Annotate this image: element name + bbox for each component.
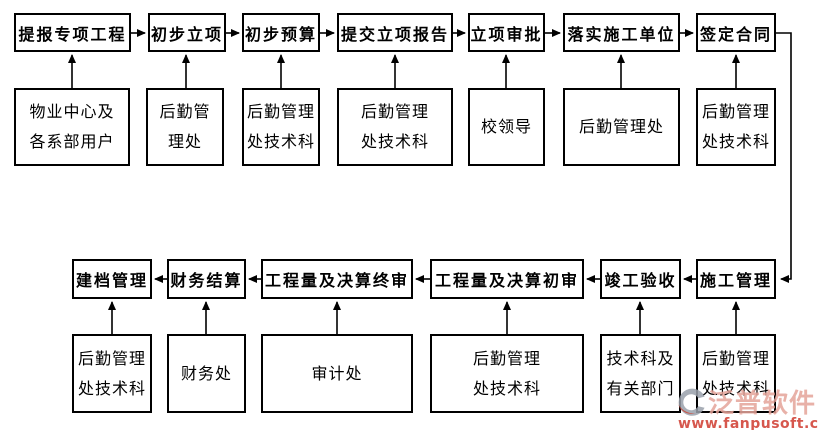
flow-step-caiwu-jiesuan: 财务结算	[167, 259, 246, 299]
dept-box-jishuke-youguan-bumen: 技术科及 有关部门	[600, 334, 681, 413]
dept-box-jishuke-5: 后勤管理 处技术科	[430, 334, 584, 413]
dept-box-wuye-zhongxin: 物业中心及 各系部用户	[14, 88, 130, 166]
dept-box-houqin-guanlichu-2: 后勤管理处	[563, 88, 680, 166]
dept-box-jishuke-1: 后勤管理 处技术科	[242, 88, 320, 166]
flow-step-jungong-yanshou: 竣工验收	[600, 259, 681, 299]
dept-box-shenjichu: 审计处	[261, 334, 413, 413]
connector-qianding-to-shigong	[776, 32, 792, 283]
flow-step-tijiao-lixiang-baogao: 提交立项报告	[337, 13, 453, 52]
flow-step-chubu-yusuan: 初步预算	[242, 13, 320, 52]
dept-box-caiwuchu: 财务处	[167, 334, 246, 413]
dept-box-jishuke-3: 后勤管理 处技术科	[696, 88, 776, 166]
flow-step-juesuan-chushen: 工程量及决算初审	[430, 259, 584, 299]
flow-step-shigong-guanli: 施工管理	[696, 259, 776, 299]
dept-box-jishuke-4: 后勤管理 处技术科	[72, 334, 152, 413]
dept-box-xiaolingdao: 校领导	[468, 88, 545, 166]
watermark-url: www.fanpusoft.com	[678, 416, 818, 430]
flow-step-qianding-hetong: 签定合同	[696, 13, 776, 52]
dept-box-jishuke-6: 后勤管理 处技术科	[696, 334, 776, 413]
flow-step-luoshi-shigong-danwei: 落实施工单位	[563, 13, 680, 52]
dept-box-houqin-guanlichu-1: 后勤管 理处	[146, 88, 224, 166]
flow-step-chubu-lixiang: 初步立项	[148, 13, 226, 52]
flow-step-jiandang-guanli: 建档管理	[72, 259, 152, 299]
flow-step-lixiang-shenpi: 立项审批	[468, 13, 545, 52]
dept-box-jishuke-2: 后勤管理 处技术科	[337, 88, 453, 166]
flow-step-tibao-zhuanxiang: 提报专项工程	[14, 13, 131, 52]
watermark-brand: 泛普软件	[708, 389, 817, 419]
fanpu-logo-icon	[677, 388, 705, 416]
flow-step-juesuan-zhongshen: 工程量及决算终审	[261, 259, 413, 299]
watermark: 泛普软件 www.fanpusoft.com	[674, 383, 818, 430]
